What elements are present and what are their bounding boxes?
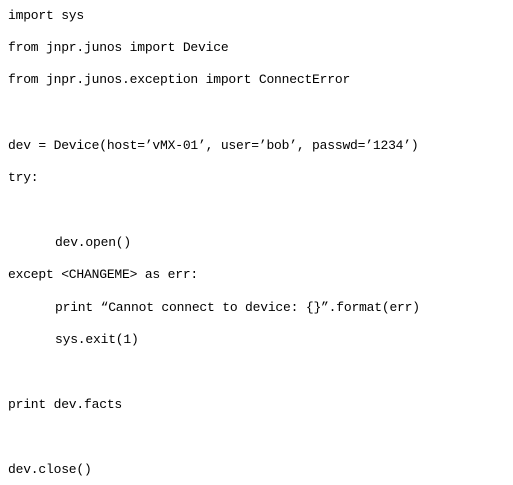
code-line-except: except <CHANGEME> as err: — [8, 267, 199, 282]
code-line-import-connecterror: from jnpr.junos.exception import Connect… — [8, 72, 351, 87]
code-line-import-device: from jnpr.junos import Device — [8, 40, 229, 55]
code-line-try: try: — [8, 170, 39, 185]
code-line-print-facts: print dev.facts — [8, 397, 123, 412]
code-line-dev-open: dev.open() — [55, 235, 132, 250]
code-line-device-init: dev = Device(host=’vMX-01’, user=’bob’, … — [8, 138, 419, 153]
code-line-import-sys: import sys — [8, 8, 85, 23]
code-line-sys-exit: sys.exit(1) — [55, 332, 139, 347]
code-line-print-error: print “Cannot connect to device: {}”.for… — [55, 300, 420, 315]
code-line-dev-close: dev.close() — [8, 462, 92, 477]
